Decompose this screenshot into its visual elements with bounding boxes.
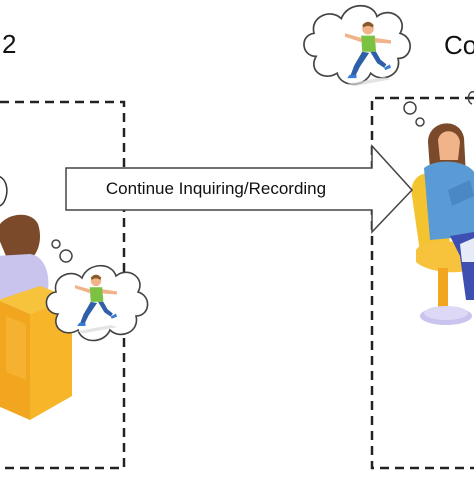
right-panel-label: Co [444,30,474,60]
arrow-label: Continue Inquiring/Recording [105,179,327,198]
seated-woman-icon [411,123,474,325]
thought-dot [415,117,425,127]
thought-dot [403,101,417,115]
left-panel-label: 2 [2,29,17,59]
thought-dot [59,249,73,263]
partial-thought-bubble [0,176,8,207]
right-panel-border [370,96,474,470]
thought-dot [51,239,61,249]
process-arrow [65,144,414,234]
right-bubble-fragment [467,91,474,105]
